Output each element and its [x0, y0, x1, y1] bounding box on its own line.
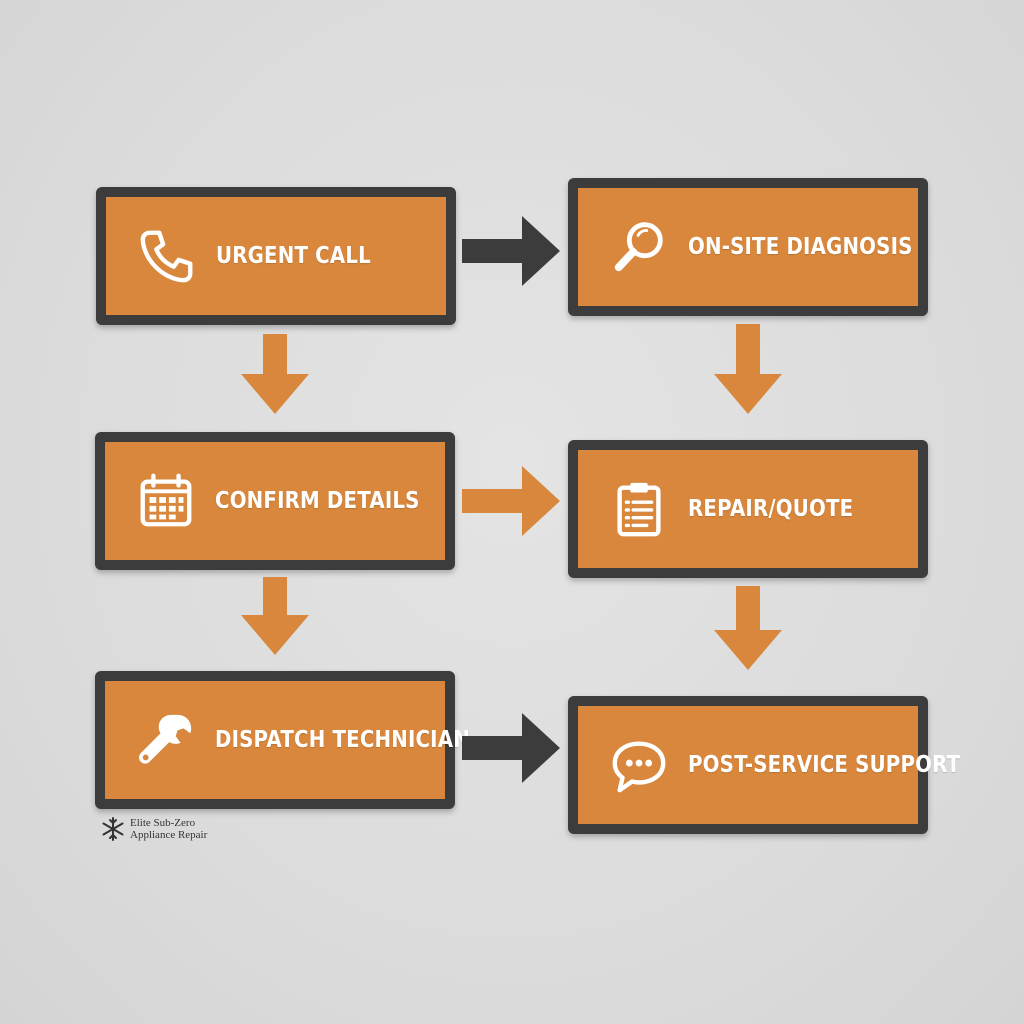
phone-icon	[136, 225, 198, 287]
step-label: ON-SITE DIAGNOSIS	[688, 234, 913, 260]
snowflake-icon	[100, 816, 126, 842]
arrow-urgent-call-to-confirm-details	[241, 334, 309, 414]
step-confirm-details: CONFIRM DETAILS	[95, 432, 455, 570]
step-on-site-diagnosis: ON-SITE DIAGNOSIS	[568, 178, 928, 316]
step-label: CONFIRM DETAILS	[215, 488, 420, 514]
chat-bubble-icon	[608, 734, 670, 796]
company-logo: Elite Sub-Zero Appliance Repair	[100, 816, 207, 842]
logo-line-2: Appliance Repair	[130, 829, 208, 841]
step-label: REPAIR/QUOTE	[688, 496, 854, 522]
arrow-confirm-details-to-dispatch-technician	[241, 577, 309, 655]
arrow-on-site-diagnosis-to-repair-quote	[714, 324, 782, 414]
calendar-icon	[135, 470, 197, 532]
step-post-service-support: POST-SERVICE SUPPORT	[568, 696, 960, 834]
arrow-repair-quote-to-post-service-support	[714, 586, 782, 670]
step-repair-quote: REPAIR/QUOTE	[568, 440, 928, 578]
step-label: URGENT CALL	[216, 243, 371, 269]
arrow-urgent-call-to-on-site-diagnosis	[462, 216, 560, 286]
step-dispatch-technician: DISPATCH TECHNICIAN	[95, 671, 470, 809]
magnifier-icon	[608, 216, 670, 278]
logo-line-1: Elite Sub-Zero	[130, 817, 196, 829]
logo-text: Elite Sub-Zero Appliance Repair	[130, 817, 207, 841]
step-label: DISPATCH TECHNICIAN	[215, 727, 470, 753]
clipboard-icon	[608, 478, 670, 540]
step-urgent-call: URGENT CALL	[96, 187, 456, 325]
step-label: POST-SERVICE SUPPORT	[688, 752, 961, 778]
wrench-icon	[135, 709, 197, 771]
arrow-dispatch-technician-to-post-service-support	[462, 713, 560, 783]
arrow-confirm-details-to-repair-quote	[462, 466, 560, 536]
